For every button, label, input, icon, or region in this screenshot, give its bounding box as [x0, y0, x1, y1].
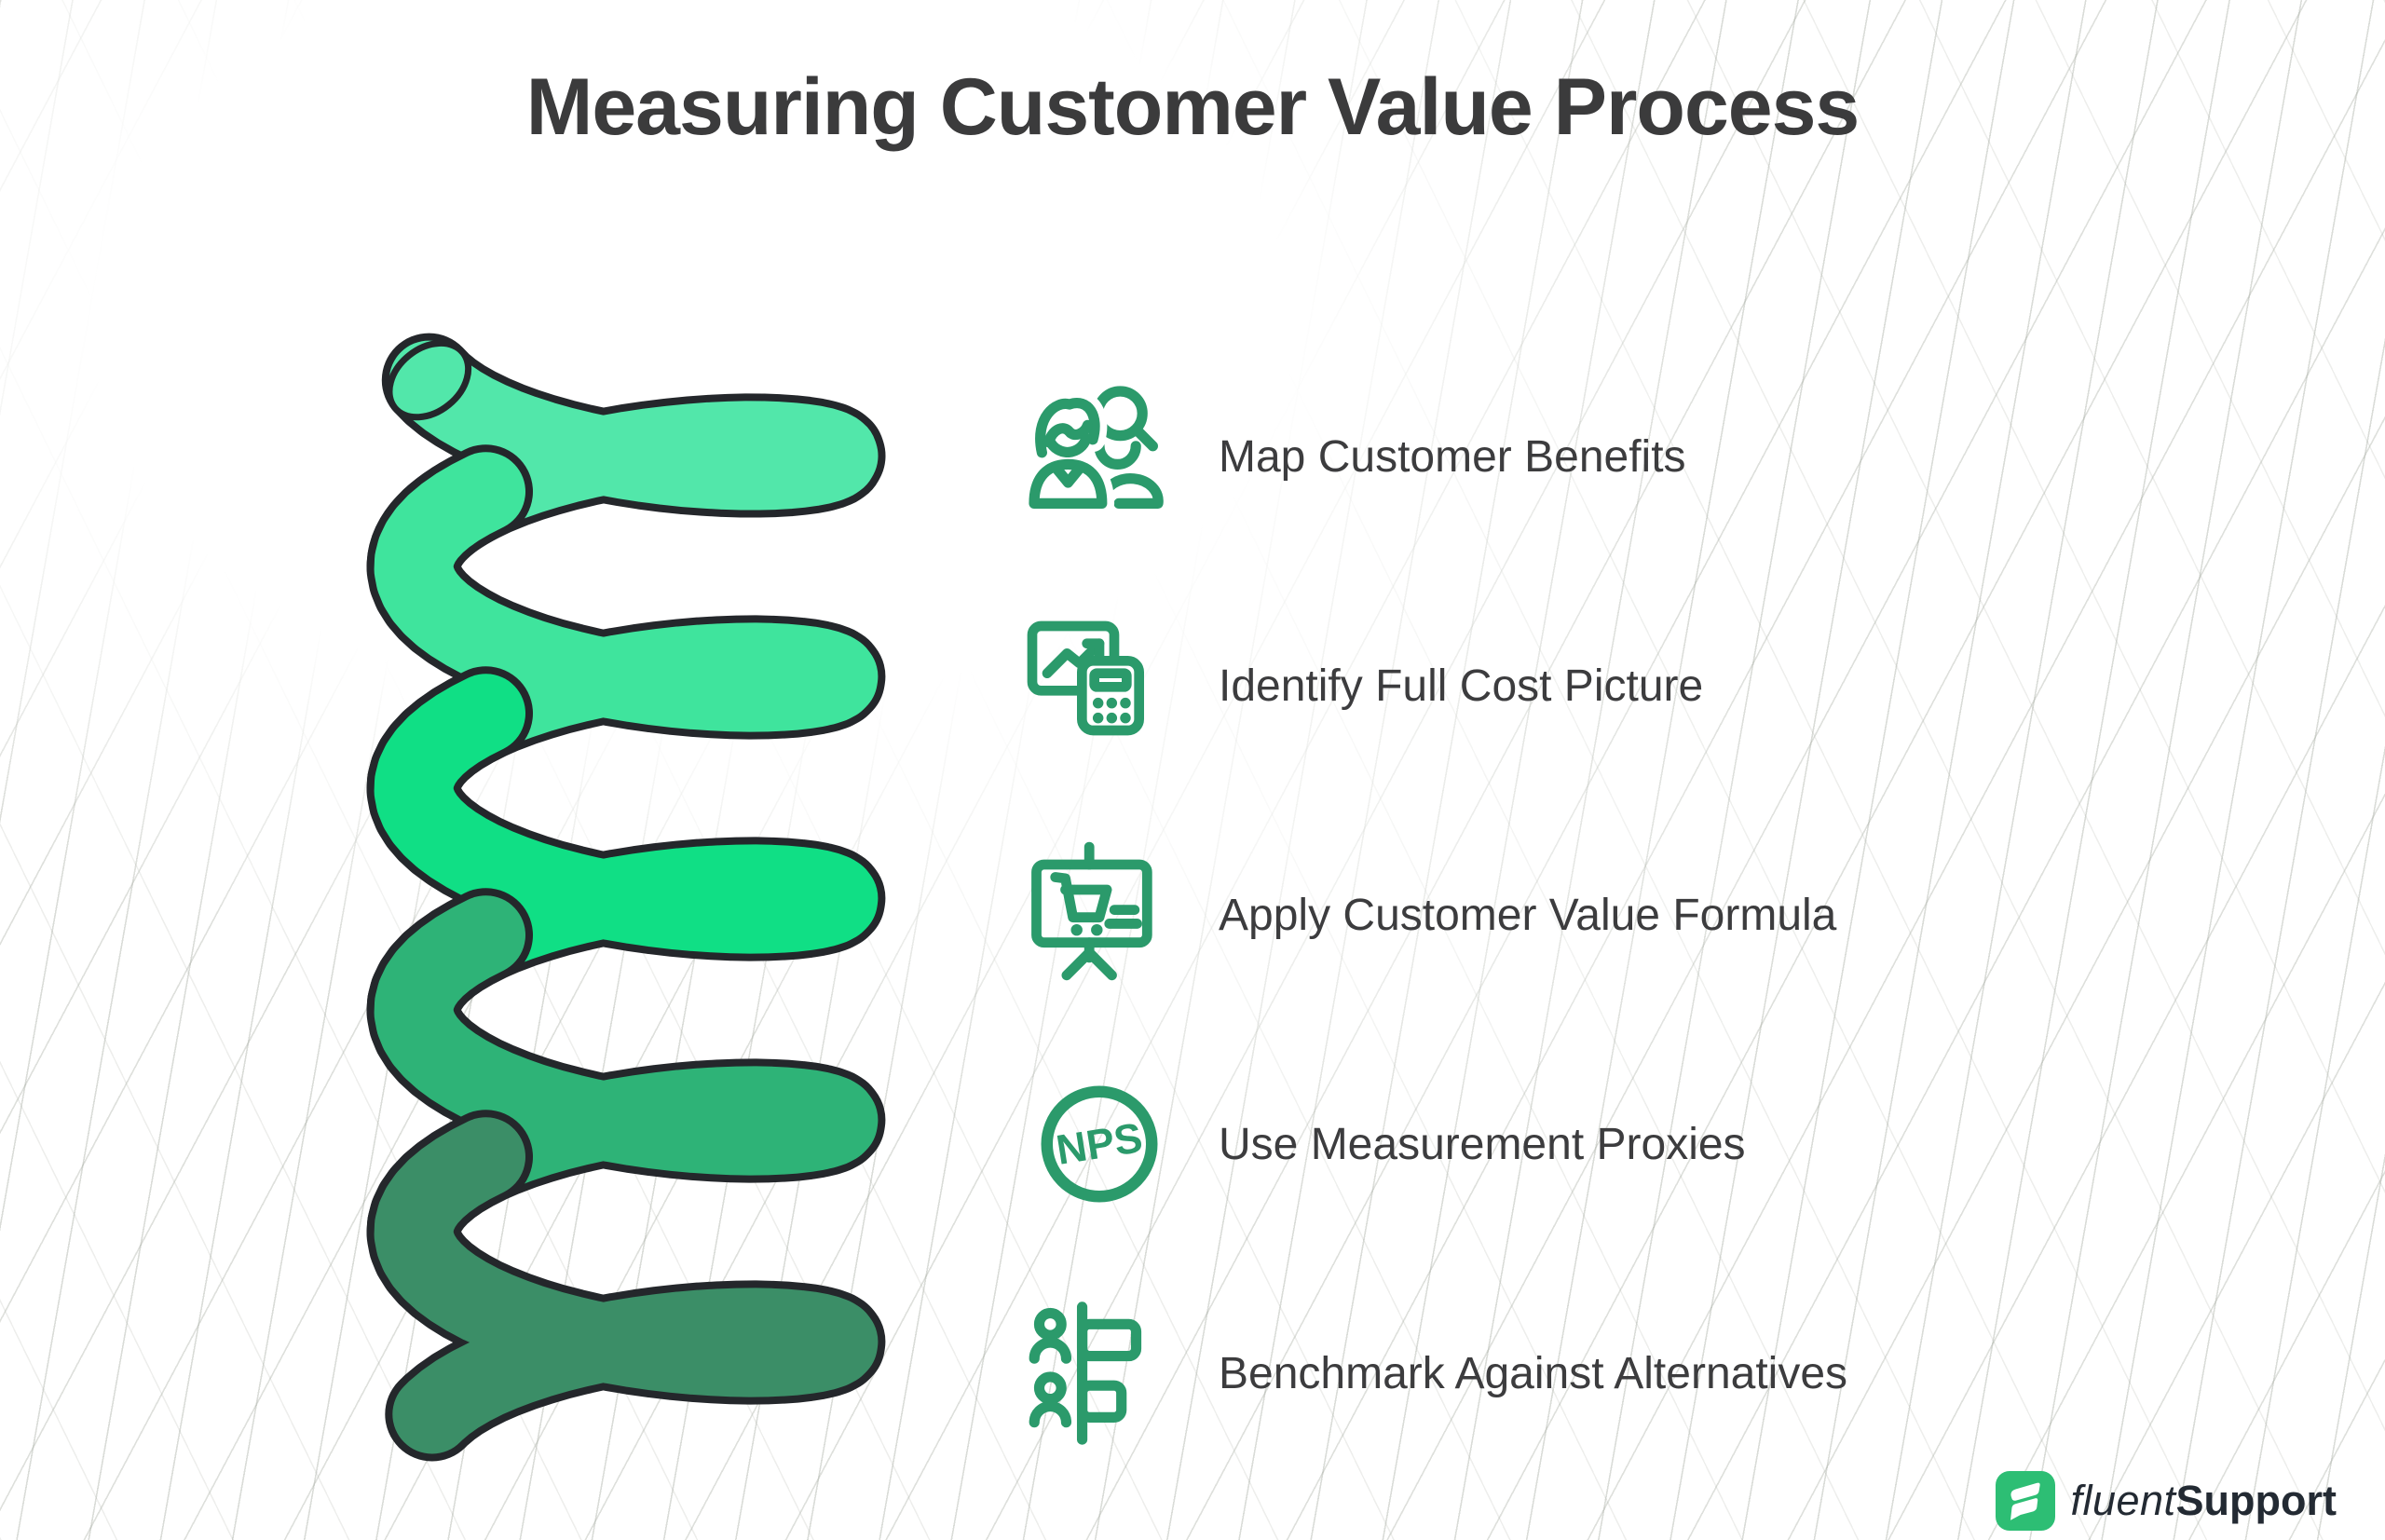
- step-item-map-customer-benefits: Map Customer Benefits: [1006, 342, 2180, 571]
- step-label: Apply Customer Value Formula: [1219, 890, 1837, 940]
- step-item-benchmark-against-alternatives: Benchmark Against Alternatives: [1006, 1259, 2180, 1488]
- benchmark-comparison-icon: [1006, 1285, 1192, 1462]
- step-label: Benchmark Against Alternatives: [1219, 1348, 1848, 1398]
- customer-research-icon: [1006, 368, 1192, 545]
- steps-list: Map Customer Benefits: [1006, 342, 2180, 1488]
- fluent-support-icon: [1996, 1471, 2056, 1531]
- page-title: Measuring Customer Value Process: [525, 62, 1860, 152]
- chart-calculator-icon: [1006, 597, 1192, 774]
- nps-badge-text: NPS: [1053, 1113, 1145, 1174]
- step-label: Use Measurement Proxies: [1219, 1119, 1746, 1169]
- brand-name-light: fluent: [2070, 1477, 2176, 1524]
- brand-name-bold: Support: [2175, 1477, 2337, 1524]
- spiral-illustration: [363, 307, 890, 1519]
- step-label: Map Customer Benefits: [1219, 431, 1686, 482]
- spiral-coil-graphic: [366, 333, 886, 1462]
- presentation-cart-icon: [1006, 826, 1192, 1003]
- step-label: Identify Full Cost Picture: [1219, 661, 1704, 711]
- step-item-apply-customer-value-formula: Apply Customer Value Formula: [1006, 800, 2180, 1029]
- step-item-identify-full-cost-picture: Identify Full Cost Picture: [1006, 571, 2180, 800]
- step-item-use-measurement-proxies: NPS Use Measurement Proxies: [1006, 1029, 2180, 1259]
- nps-badge-icon: NPS: [1006, 1056, 1192, 1233]
